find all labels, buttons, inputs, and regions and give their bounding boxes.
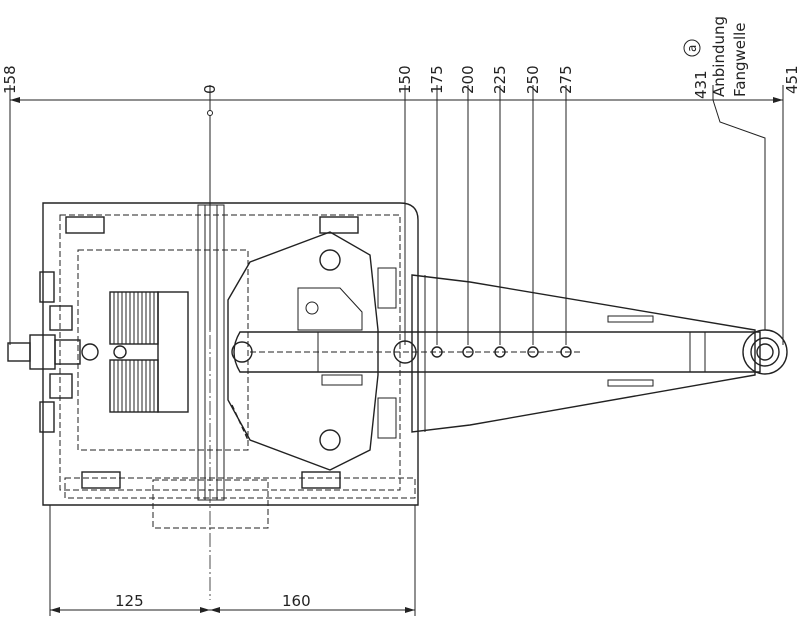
annotation-marker-label: a (685, 45, 699, 52)
top-dimension-chain: 158 0 150 175 200 225 250 275 431 a Anbi… (1, 16, 800, 345)
annotation-line2: Fangwelle (731, 22, 749, 97)
annotation-line1: Anbindung (710, 16, 728, 97)
dim-label-0: 0 (201, 84, 219, 94)
dim-label-200: 200 (459, 65, 477, 94)
dim-label-275: 275 (557, 65, 575, 94)
dim-label-225: 225 (491, 65, 509, 94)
dim-label-125: 125 (115, 592, 144, 610)
dim-label-250: 250 (524, 65, 542, 94)
dim-label-160: 160 (282, 592, 311, 610)
annotation-marker: a (683, 39, 701, 57)
dim-label-150: 150 (396, 65, 414, 94)
dim-label-158: 158 (1, 65, 19, 94)
shaft-eye (742, 329, 788, 375)
cam-plate (227, 231, 397, 471)
dim-label-431: 431 (692, 70, 710, 99)
bottom-dimension-chain: 125 160 (49, 505, 416, 616)
adjuster-bolts (7, 271, 127, 433)
brake-body (7, 202, 419, 529)
dim-label-175: 175 (428, 65, 446, 94)
spring-pack (109, 291, 189, 413)
dim-label-451: 451 (783, 65, 800, 94)
lever-arm (231, 274, 788, 433)
